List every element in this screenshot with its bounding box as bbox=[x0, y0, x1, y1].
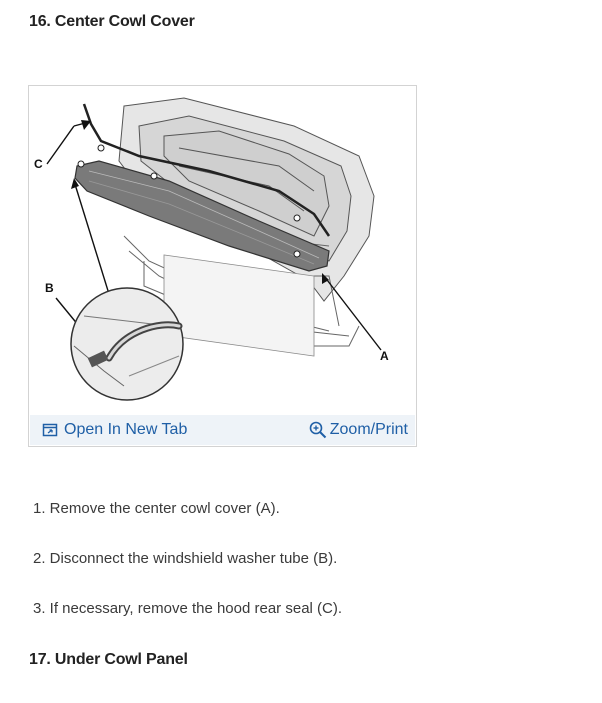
figure-toolbar: Open In New Tab Zoom/Print bbox=[30, 415, 415, 445]
section-heading-center-cowl-cover: 16. Center Cowl Cover bbox=[29, 13, 195, 30]
section-heading-under-cowl-panel: 17. Under Cowl Panel bbox=[29, 651, 188, 668]
open-in-new-tab-label: Open In New Tab bbox=[64, 421, 188, 438]
hood-rear-seal bbox=[82, 103, 331, 237]
step-item: 1. Remove the center cowl cover (A). bbox=[33, 500, 280, 517]
callout-c: C bbox=[34, 157, 43, 171]
radiator-grid bbox=[163, 254, 315, 357]
detail-zoom-circle bbox=[70, 287, 184, 401]
callout-a: A bbox=[380, 349, 389, 363]
open-in-new-tab-link[interactable]: Open In New Tab bbox=[42, 421, 187, 439]
callout-arrowheads bbox=[71, 120, 329, 284]
cowl-cover-part bbox=[74, 160, 330, 272]
step-item: 2. Disconnect the windshield washer tube… bbox=[33, 550, 338, 567]
step-item: 3. If necessary, remove the hood rear se… bbox=[33, 600, 343, 617]
zoom-print-label: Zoom/Print bbox=[329, 421, 408, 438]
procedure-steps: 1. Remove the center cowl cover (A). 2. … bbox=[33, 500, 342, 650]
callout-b: B bbox=[45, 281, 54, 295]
zoom-print-link[interactable]: Zoom/Print bbox=[309, 421, 408, 439]
cowl-cover-illustration: C B A bbox=[34, 97, 389, 401]
open-new-tab-icon bbox=[42, 423, 58, 437]
clip-markers bbox=[77, 144, 301, 258]
diagram-figure: C B A Open In New Tab Zoom/Print bbox=[28, 85, 417, 447]
magnifier-plus-icon bbox=[309, 421, 326, 439]
